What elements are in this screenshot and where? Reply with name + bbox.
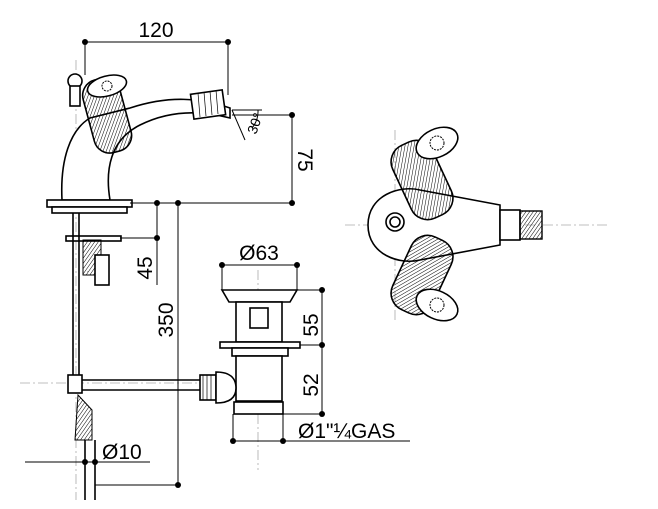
dim-waste-diameter-label: Ø63 — [239, 242, 279, 265]
faucet-side-view — [46, 73, 231, 500]
dim-deck-label: 45 — [134, 256, 157, 279]
faucet-top-view — [367, 126, 543, 322]
dim-total-height-label: 350 — [155, 302, 178, 337]
dim-width-label: 120 — [138, 19, 173, 42]
dim-angle-label: 30° — [244, 111, 266, 136]
dim-waste-upper-label: 55 — [300, 313, 323, 336]
dim-pipe-label: Ø10 — [102, 441, 142, 464]
waste-drain-drawing — [199, 289, 301, 415]
dim-waste-lower-label: 52 — [300, 373, 323, 396]
dim-thread-label: Ø1"¼GAS — [298, 420, 395, 443]
dim-spout-height-label: 75 — [293, 148, 316, 171]
dimension-lines — [25, 39, 410, 488]
